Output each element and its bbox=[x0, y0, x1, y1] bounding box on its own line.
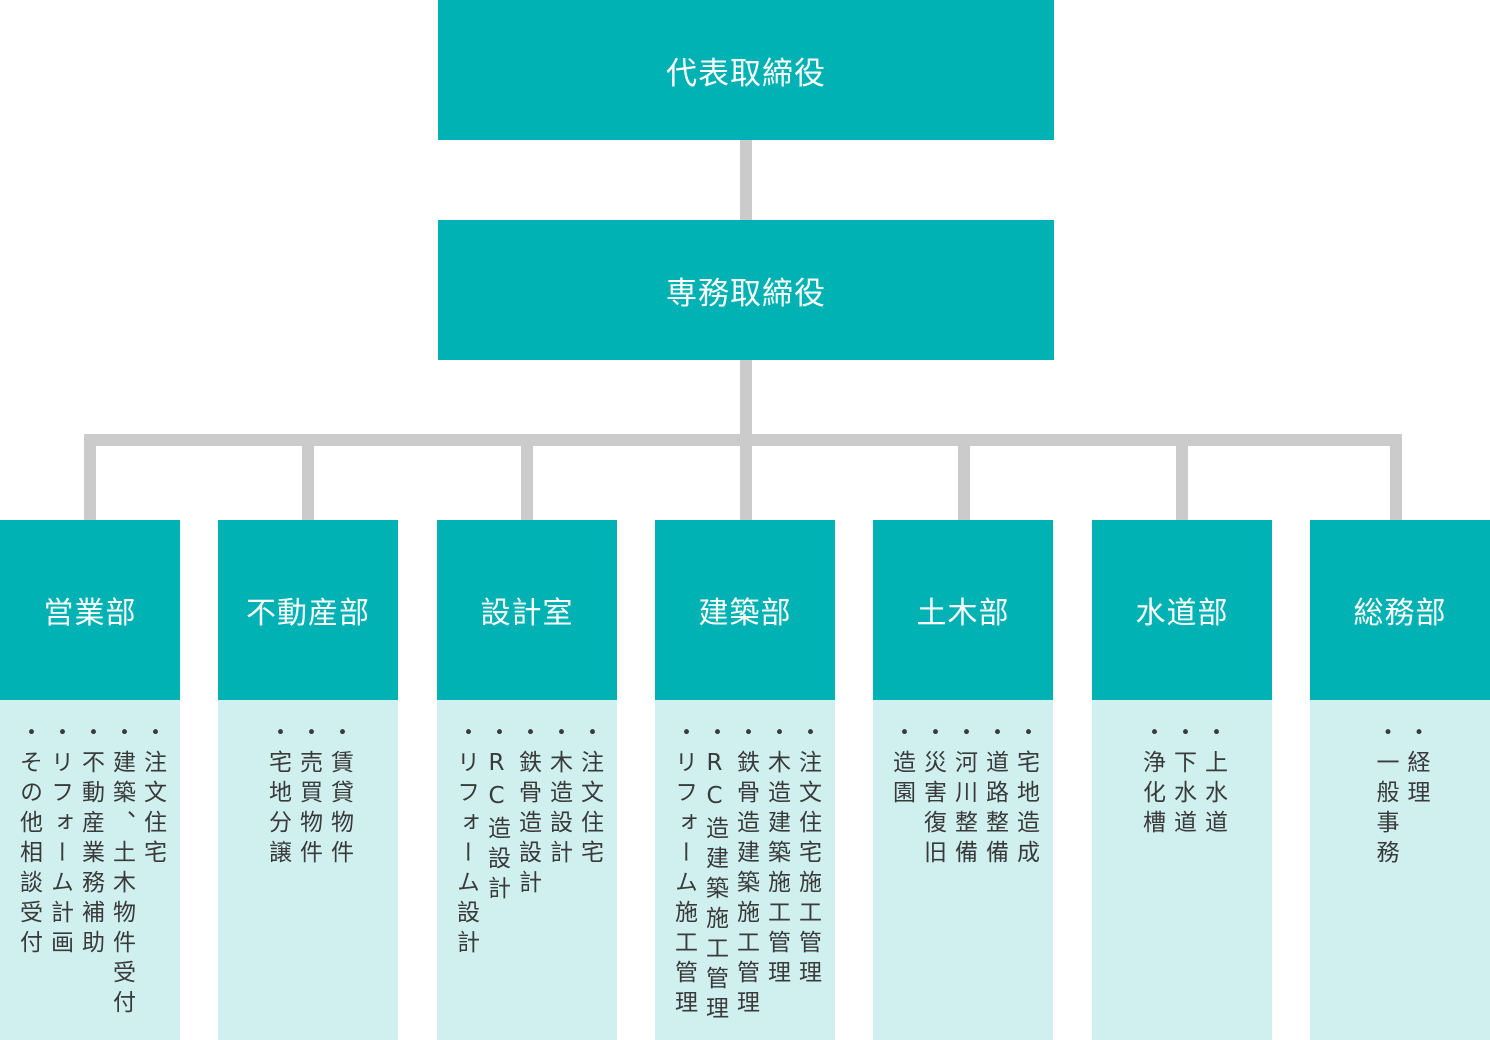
duty-item: 鉄骨造設計 bbox=[513, 720, 542, 960]
department-name: 水道部 bbox=[1135, 596, 1229, 631]
department-name: 不動産部 bbox=[246, 596, 370, 631]
department-duties-panel: 宅地造成道路整備河川整備災害復旧造園 bbox=[873, 700, 1053, 1040]
department-header: 総務部 bbox=[1310, 520, 1490, 700]
department-column: 建築部注文住宅施工管理木造建築施工管理鉄骨造建築施工管理RC造建築施工管理リフォ… bbox=[655, 520, 835, 1040]
duty-item: 賃貸物件 bbox=[325, 720, 354, 870]
department-column: 総務部経理一般事務 bbox=[1310, 520, 1490, 1040]
department-duties-panel: 注文住宅建築、土木物件受付不動産業務補助リフォーム計画その他相談受付 bbox=[0, 700, 180, 1040]
department-name: 建築部 bbox=[698, 596, 792, 631]
duty-item: 災害復旧 bbox=[918, 720, 947, 870]
department-duties-panel: 経理一般事務 bbox=[1310, 700, 1490, 1040]
department-duties-panel: 注文住宅木造設計鉄骨造設計RC造設計リフォーム設計 bbox=[437, 700, 617, 1040]
department-header: 水道部 bbox=[1092, 520, 1272, 700]
managing-director-label: 専務取締役 bbox=[666, 275, 826, 312]
duty-item: 一般事務 bbox=[1370, 720, 1399, 870]
duty-list: 宅地造成道路整備河川整備災害復旧造園 bbox=[873, 720, 1053, 870]
department-name: 総務部 bbox=[1353, 596, 1447, 631]
duty-list: 経理一般事務 bbox=[1310, 720, 1490, 870]
department-name: 営業部 bbox=[43, 596, 137, 631]
connector-drop-2 bbox=[521, 434, 533, 520]
ceo-box: 代表取締役 bbox=[438, 0, 1054, 140]
duty-item: 木造建築施工管理 bbox=[762, 720, 791, 1026]
duty-item: 注文住宅 bbox=[575, 720, 604, 960]
connector-ceo-managing bbox=[740, 140, 752, 220]
duty-item: リフォーム計画 bbox=[45, 720, 74, 1020]
duty-item: 鉄骨造建築施工管理 bbox=[731, 720, 760, 1026]
department-column: 営業部注文住宅建築、土木物件受付不動産業務補助リフォーム計画その他相談受付 bbox=[0, 520, 180, 1040]
managing-director-box: 専務取締役 bbox=[438, 220, 1054, 360]
duty-list: 賃貸物件売買物件宅地分譲 bbox=[218, 720, 398, 870]
duty-item: RC造設計 bbox=[482, 720, 511, 960]
duty-list: 注文住宅木造設計鉄骨造設計RC造設計リフォーム設計 bbox=[437, 720, 617, 960]
department-column: 土木部宅地造成道路整備河川整備災害復旧造園 bbox=[873, 520, 1053, 1040]
department-column: 水道部上水道下水道浄化槽 bbox=[1092, 520, 1272, 1040]
connector-drop-6 bbox=[1390, 434, 1402, 520]
department-duties-panel: 上水道下水道浄化槽 bbox=[1092, 700, 1272, 1040]
duty-item: RC造建築施工管理 bbox=[700, 720, 729, 1026]
duty-item: 造園 bbox=[887, 720, 916, 870]
department-name: 土木部 bbox=[916, 596, 1010, 631]
connector-drop-5 bbox=[1176, 434, 1188, 520]
duty-list: 上水道下水道浄化槽 bbox=[1092, 720, 1272, 840]
duty-item: 下水道 bbox=[1168, 720, 1197, 840]
duty-item: 注文住宅 bbox=[138, 720, 167, 1020]
duty-item: 木造設計 bbox=[544, 720, 573, 960]
duty-item: 河川整備 bbox=[949, 720, 978, 870]
duty-item: 注文住宅施工管理 bbox=[793, 720, 822, 1026]
connector-drop-1 bbox=[302, 434, 314, 520]
department-header: 営業部 bbox=[0, 520, 180, 700]
duty-list: 注文住宅施工管理木造建築施工管理鉄骨造建築施工管理RC造建築施工管理リフォーム施… bbox=[655, 720, 835, 1026]
department-header: 設計室 bbox=[437, 520, 617, 700]
duty-item: 不動産業務補助 bbox=[76, 720, 105, 1020]
duty-item: 建築、土木物件受付 bbox=[107, 720, 136, 1020]
department-column: 設計室注文住宅木造設計鉄骨造設計RC造設計リフォーム設計 bbox=[437, 520, 617, 1040]
department-header: 建築部 bbox=[655, 520, 835, 700]
duty-item: 売買物件 bbox=[294, 720, 323, 870]
department-name: 設計室 bbox=[480, 596, 574, 631]
duty-item: 経理 bbox=[1401, 720, 1430, 870]
department-column: 不動産部賃貸物件売買物件宅地分譲 bbox=[218, 520, 398, 1040]
duty-item: リフォーム設計 bbox=[451, 720, 480, 960]
duty-item: その他相談受付 bbox=[14, 720, 43, 1020]
department-header: 不動産部 bbox=[218, 520, 398, 700]
department-duties-panel: 賃貸物件売買物件宅地分譲 bbox=[218, 700, 398, 1040]
duty-list: 注文住宅建築、土木物件受付不動産業務補助リフォーム計画その他相談受付 bbox=[0, 720, 180, 1020]
duty-item: 上水道 bbox=[1199, 720, 1228, 840]
duty-item: リフォーム施工管理 bbox=[669, 720, 698, 1026]
duty-item: 宅地分譲 bbox=[263, 720, 292, 870]
duty-item: 道路整備 bbox=[980, 720, 1009, 870]
connector-drop-0 bbox=[84, 434, 96, 520]
duty-item: 浄化槽 bbox=[1137, 720, 1166, 840]
department-header: 土木部 bbox=[873, 520, 1053, 700]
duty-item: 宅地造成 bbox=[1011, 720, 1040, 870]
department-duties-panel: 注文住宅施工管理木造建築施工管理鉄骨造建築施工管理RC造建築施工管理リフォーム施… bbox=[655, 700, 835, 1040]
ceo-label: 代表取締役 bbox=[666, 55, 826, 92]
connector-horizontal-bus bbox=[84, 434, 1402, 446]
connector-drop-4 bbox=[958, 434, 970, 520]
